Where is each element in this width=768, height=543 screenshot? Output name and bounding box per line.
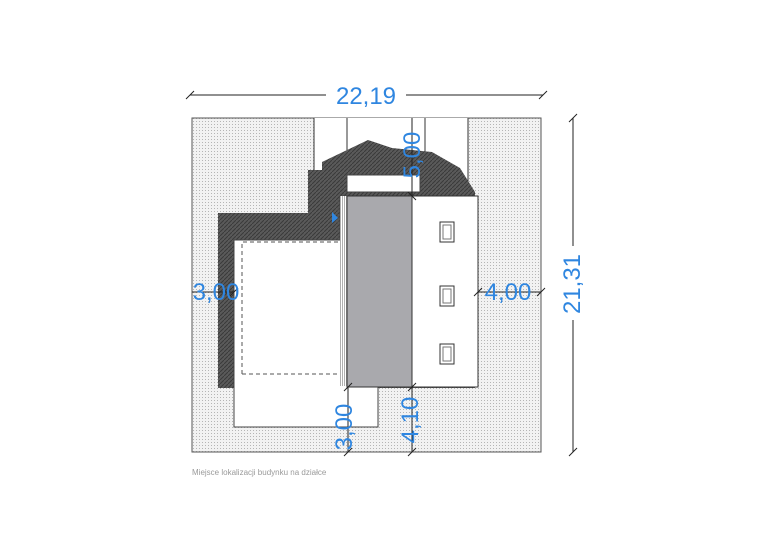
dimension-label-depth: 21,31 — [559, 254, 586, 314]
dimension-label-right-setback: 4,00 — [485, 279, 532, 306]
roof-windows — [439, 221, 455, 365]
dimension-left-setback: 3,00 — [192, 279, 239, 306]
dimension-plot-width: 22,19 — [185, 82, 548, 110]
dimension-label-front-setback: 5,00 — [399, 132, 426, 179]
dimension-rear-setback-left: 3,00 — [331, 382, 358, 457]
dimension-front-setback: 5,00 — [399, 118, 426, 201]
dimension-label-rear-setback-left: 3,00 — [331, 404, 358, 451]
dimension-label-left-setback: 3,00 — [193, 279, 240, 306]
main-roof — [346, 195, 413, 388]
dimension-label-rear-setback-right: 4,10 — [397, 397, 424, 444]
entrance-marker-icon — [332, 212, 338, 223]
terrace-dashed-line — [241, 200, 339, 374]
plan-caption: Miejsce lokalizacji budynku na działce — [192, 468, 327, 477]
dimension-label-width: 22,19 — [336, 83, 396, 110]
wall-hatch — [340, 196, 348, 386]
dimension-rear-setback-right: 4,10 — [397, 382, 424, 457]
dimension-right-setback: 4,00 — [473, 279, 546, 306]
roof-ridge — [346, 174, 421, 193]
dimension-plot-depth: 21,31 — [557, 113, 587, 457]
